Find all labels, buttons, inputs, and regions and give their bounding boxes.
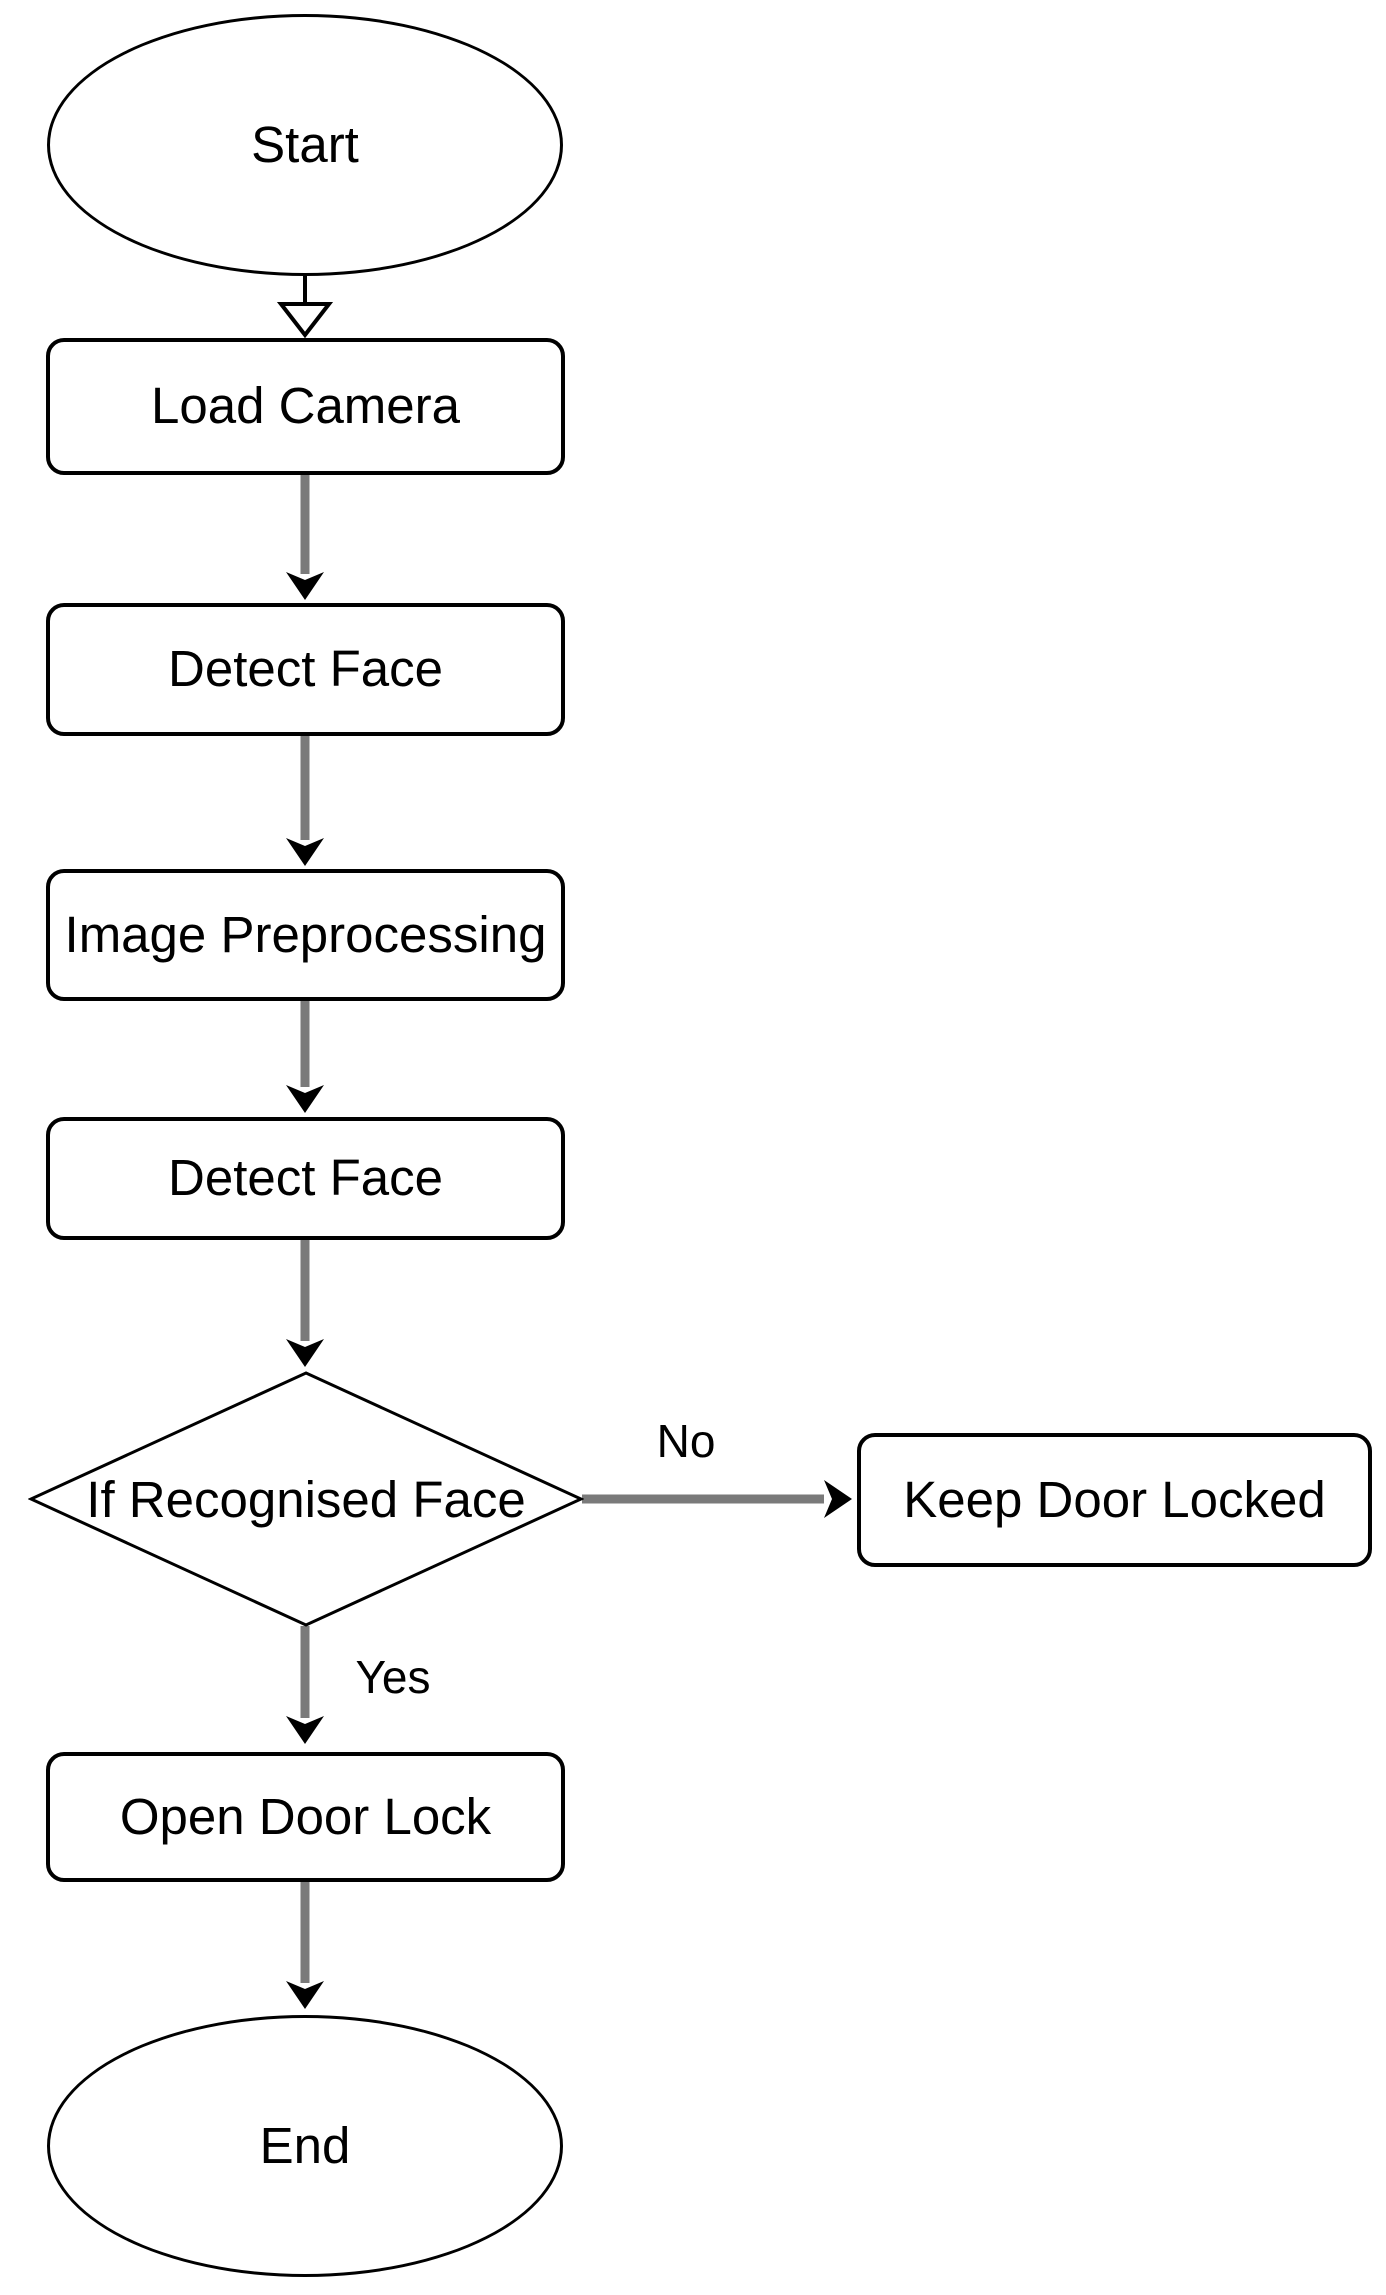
arrowhead-down-icon bbox=[286, 572, 324, 600]
arrowhead-down-icon bbox=[286, 838, 324, 866]
arrowhead-down-icon bbox=[286, 1339, 324, 1367]
arrowhead-down-icon bbox=[286, 1981, 324, 2009]
arrowhead-down-icon bbox=[286, 1716, 324, 1744]
node-start-label: Start bbox=[251, 115, 359, 173]
arrowhead-right-icon bbox=[824, 1480, 852, 1518]
connector-decision-to-open-door-lock bbox=[286, 1626, 324, 1744]
connector-start-to-load-camera bbox=[276, 276, 334, 339]
edge-label-no: No bbox=[656, 1415, 716, 1467]
connector-detect-face-1-to-image-preprocessing bbox=[286, 736, 324, 866]
connector-load-camera-to-detect-face-1 bbox=[286, 475, 324, 600]
diamond-outline bbox=[28, 1371, 584, 1627]
node-image-preprocessing-label: Image Preprocessing bbox=[64, 905, 547, 963]
node-load-camera-label: Load Camera bbox=[150, 377, 460, 435]
node-detect-face-2: Detect Face bbox=[46, 1117, 565, 1240]
node-if-recognised-face-label: If Recognised Face bbox=[86, 1470, 526, 1528]
node-keep-door-locked-label: Keep Door Locked bbox=[903, 1470, 1326, 1528]
node-detect-face-1: Detect Face bbox=[46, 603, 565, 736]
arrowhead-down-icon bbox=[286, 1085, 324, 1113]
connector-image-preprocessing-to-detect-face-2 bbox=[286, 1001, 324, 1113]
node-keep-door-locked: Keep Door Locked bbox=[857, 1433, 1372, 1567]
node-detect-face-2-label: Detect Face bbox=[168, 1149, 443, 1207]
connector-open-door-lock-to-end bbox=[286, 1882, 324, 2009]
edge-label-yes: Yes bbox=[355, 1651, 431, 1703]
node-start: Start bbox=[47, 14, 563, 276]
hollow-arrowhead-icon bbox=[276, 302, 334, 339]
node-if-recognised-face: If Recognised Face bbox=[28, 1370, 584, 1628]
node-image-preprocessing: Image Preprocessing bbox=[46, 869, 565, 1001]
node-load-camera: Load Camera bbox=[46, 338, 565, 475]
connector-decision-to-keep-door-locked bbox=[582, 1480, 852, 1518]
node-end-label: End bbox=[259, 2116, 351, 2174]
node-open-door-lock-label: Open Door Lock bbox=[119, 1787, 492, 1845]
decision-diamond-shape bbox=[28, 1371, 584, 1627]
node-end: End bbox=[47, 2015, 563, 2277]
node-open-door-lock: Open Door Lock bbox=[46, 1752, 565, 1882]
node-detect-face-1-label: Detect Face bbox=[168, 640, 443, 698]
connector-detect-face-2-to-decision bbox=[286, 1240, 324, 1367]
